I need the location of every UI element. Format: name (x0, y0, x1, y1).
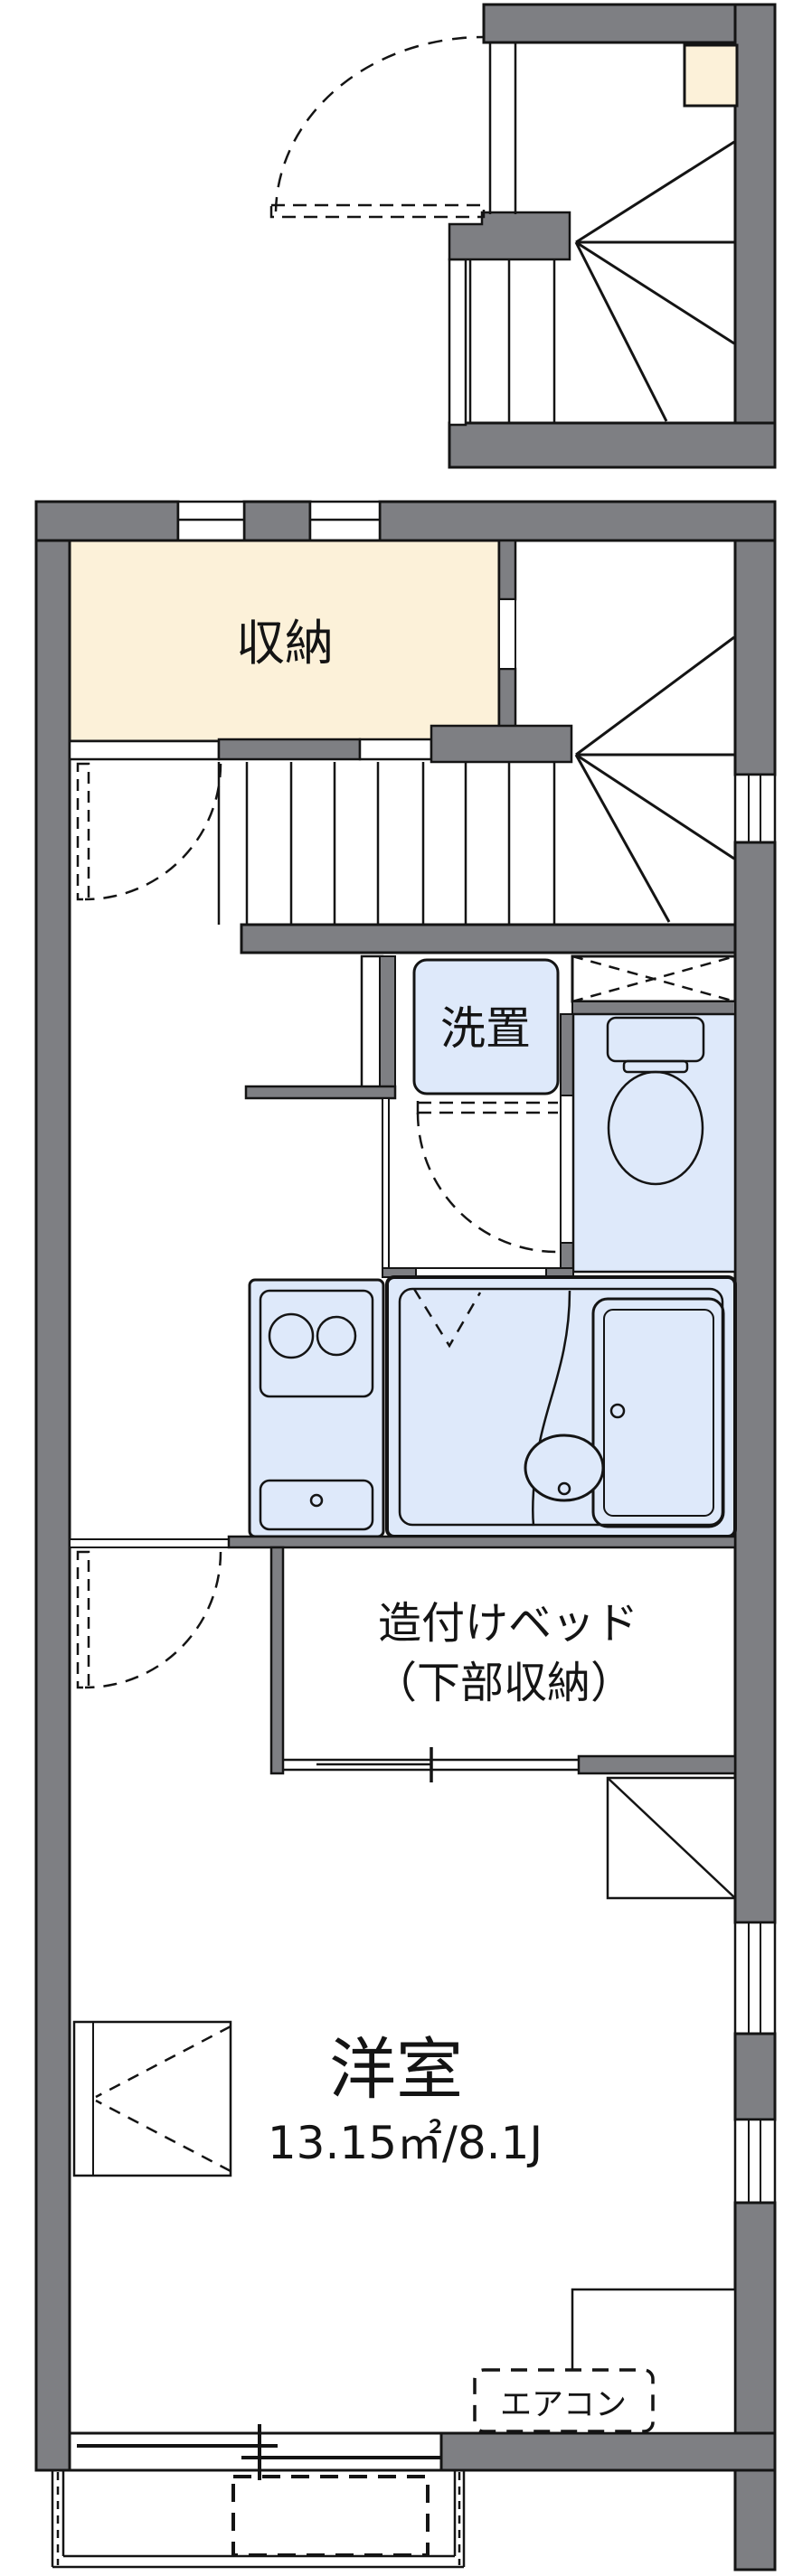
wall-left (34, 539, 71, 2472)
washroom-door (416, 1101, 559, 1254)
room-entry-door-arc (84, 1551, 222, 1689)
window-top-1 (176, 500, 246, 542)
overhead-cabinet (571, 954, 737, 1015)
bay-window-box (72, 2020, 232, 2177)
entry-stair-block (269, 3, 777, 469)
wall-top (482, 3, 777, 44)
bed-room-top-wall (227, 1535, 737, 1549)
bath-basin (524, 1434, 605, 1502)
wall-bottom-gray (439, 2431, 777, 2472)
room-storage: 収納 (68, 539, 573, 764)
wall-top-seg2 (242, 500, 312, 542)
washroom-wall-gray (379, 955, 396, 1090)
window-right-3 (733, 2118, 777, 2205)
room-bath (385, 1275, 737, 1538)
stairs-main (217, 635, 735, 925)
balcony (51, 2470, 466, 2569)
bed-sliding-front (283, 1747, 579, 1782)
stair-corner-wall (430, 724, 573, 764)
unit-entry-door (76, 762, 222, 901)
stairs-upper (468, 140, 735, 423)
entrance-door-arc (274, 35, 485, 212)
toilet-fixture (606, 1016, 705, 1186)
western-room-label: 洋室 (329, 2031, 463, 2109)
kitchen (248, 1278, 385, 1538)
wall-left-thin (448, 258, 467, 427)
room-entry-door (76, 1550, 222, 1689)
hall-door-opening (69, 1538, 230, 1548)
room-western: 洋室 13.15㎡/8.1J エアコン (72, 1776, 737, 2435)
toilet-wall-thin (560, 1095, 574, 1244)
bath-folding-door (412, 1288, 482, 1349)
room-entry-door-leaf (76, 1550, 90, 1689)
bath-divider (532, 1290, 571, 1527)
entrance-door-leaf (269, 203, 486, 219)
wall-right-seg1 (733, 539, 777, 776)
overhead-cabinet-wall (571, 1001, 736, 1015)
outdoor-unit-space (231, 2475, 430, 2557)
washroom-wall-thin (382, 1097, 390, 1271)
wall-right-seg4 (733, 2201, 777, 2571)
wall-right-seg2 (733, 841, 777, 1924)
washroom-door-arc (416, 1112, 559, 1254)
western-room-area: 13.15㎡/8.1J (268, 2117, 543, 2169)
washroom-wall-h (244, 1085, 397, 1100)
entrance-door (269, 35, 486, 219)
room-built-in-bed: 造付けベッド （下部収納） (269, 1546, 737, 1782)
wall-right-seg3 (733, 2032, 777, 2121)
storage-bottom-opening1 (68, 739, 221, 761)
washer-pad (412, 958, 560, 1095)
washroom: 洗置 (244, 954, 560, 1271)
washer-label: 洗置 (440, 1002, 531, 1055)
shoe-box (683, 43, 739, 108)
unit-outer-walls (34, 500, 777, 2571)
storage-label: 収納 (236, 615, 334, 672)
wall-top-seg1 (34, 500, 180, 542)
bed-label-line2: （下部収納） (373, 1658, 634, 1708)
bed-wall-bottom (577, 1754, 737, 1775)
counter-diagonal-box (606, 1776, 737, 1900)
wall-top-seg3 (378, 500, 777, 542)
window-bottom-sliding (70, 2424, 441, 2480)
wall-stair-corner (448, 211, 571, 261)
storage-floor (68, 539, 501, 743)
toilet-wall-upper (560, 1013, 574, 1096)
wall-right (733, 3, 777, 469)
storage-wall-upper (497, 539, 517, 601)
wall-bottom (448, 421, 777, 469)
bed-label-line1: 造付けベッド (378, 1598, 638, 1649)
unit-entry-door-leaf (76, 762, 90, 901)
stove (259, 1289, 374, 1398)
window-top-2 (308, 500, 382, 542)
window-right-1 (733, 773, 777, 844)
window-right-2 (733, 1921, 777, 2035)
bathtub (591, 1297, 725, 1528)
unit-entry-door-arc (84, 763, 222, 901)
toilet-floor (571, 1012, 737, 1274)
aircon-label: エアコン (500, 2387, 627, 2423)
aircon-unit: エアコン (473, 2368, 655, 2433)
room-toilet (560, 1012, 737, 1274)
bed-wall-left (269, 1546, 285, 1775)
storage-bottom-wall (217, 738, 362, 761)
stair-underside-wall (240, 923, 737, 954)
kitchen-counter (248, 1278, 385, 1538)
storage-bottom-opening2 (358, 738, 433, 761)
kitchen-sink (259, 1479, 374, 1531)
storage-opening (498, 598, 516, 670)
